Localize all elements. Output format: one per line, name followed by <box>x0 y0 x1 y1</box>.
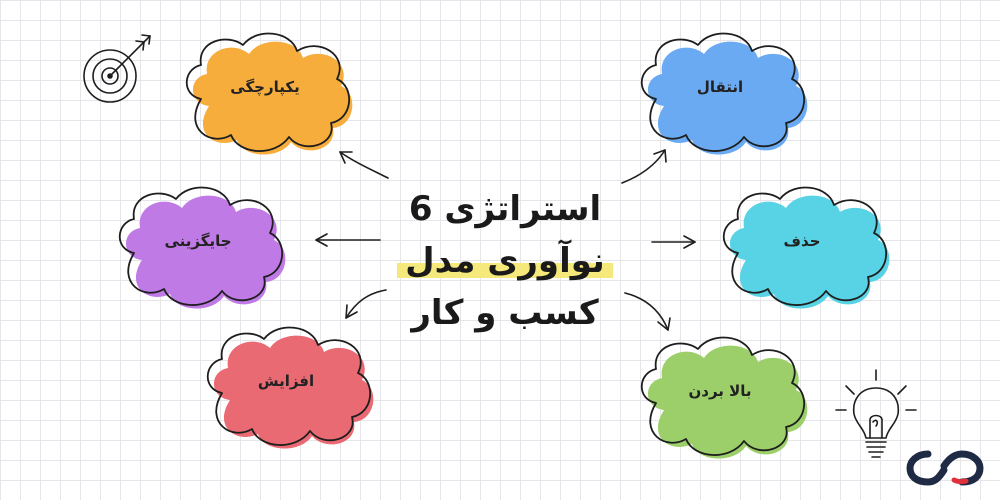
lightbulb-icon <box>835 369 917 458</box>
strategy-label-increase: افزایش <box>257 372 315 390</box>
title-line-3: کسب و کار <box>411 293 599 333</box>
strategy-label-integration: یکپارچگی <box>230 78 300 96</box>
cloud-shape <box>640 32 808 155</box>
arrowhead-transfer <box>653 149 667 163</box>
title-line-1: استراتژی 6 <box>408 189 602 229</box>
arrowhead-raise <box>657 317 671 331</box>
arrow-to-increase <box>345 289 387 319</box>
arrow-to-transfer <box>621 149 666 184</box>
arrowhead-integration <box>339 151 353 164</box>
strategy-label-substitution: جایگزینی <box>164 232 232 250</box>
arrowhead-removal <box>683 235 696 249</box>
cloud-shape <box>118 186 286 309</box>
arrow-to-integration <box>339 151 389 179</box>
strategy-label-removal: حذف <box>783 232 821 250</box>
cloud-shape <box>185 32 353 155</box>
cloud-substitution: جایگزینی <box>108 182 288 312</box>
arrowhead-substitution <box>315 233 328 247</box>
title-line-2-wrap: نوآوری مدل <box>385 235 625 287</box>
cloud-shape <box>722 186 890 309</box>
cloud-transfer: انتقال <box>630 28 810 158</box>
cloud-raise: بالا بردن <box>630 332 810 462</box>
target-icon <box>83 34 151 103</box>
cloud-shape <box>640 336 808 459</box>
arrow-to-raise <box>624 292 669 331</box>
strategy-label-transfer: انتقال <box>696 78 744 96</box>
title-line-2: نوآوری مدل <box>397 241 613 281</box>
cloud-removal: حذف <box>712 182 892 312</box>
brand-logo <box>906 450 984 486</box>
cloud-shape <box>206 326 374 449</box>
arrowhead-increase <box>345 304 358 319</box>
strategy-label-raise: بالا بردن <box>688 382 752 400</box>
cloud-increase: افزایش <box>196 322 376 452</box>
cloud-integration: یکپارچگی <box>175 28 355 158</box>
diagram-title: استراتژی 6 نوآوری مدل کسب و کار <box>385 183 625 339</box>
